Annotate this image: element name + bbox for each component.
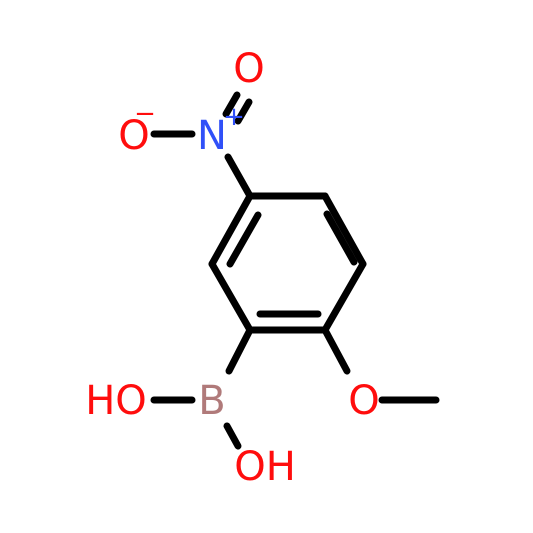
atom-n-nitro: N <box>197 113 227 159</box>
bond-double-inner-left <box>226 211 262 268</box>
atom-labels: O O − N + B HO OH O <box>85 46 380 490</box>
bond-c2-c3 <box>321 192 367 268</box>
charge-plus: + <box>223 102 245 132</box>
bond-c6-c1 <box>208 192 254 268</box>
bond-c1-n <box>224 153 254 200</box>
atom-o-nitro-left: O <box>118 113 149 159</box>
bond-n-o-double-b <box>234 98 253 125</box>
bond-b-oh-bottom <box>223 422 242 450</box>
bond-c5-c6 <box>208 260 254 334</box>
charge-minus: − <box>134 99 156 129</box>
bond-double-inner-right <box>323 210 358 266</box>
bond-n-o-double-a <box>222 91 241 118</box>
atom-oh-bottom: OH <box>234 444 296 490</box>
bonds <box>150 91 440 450</box>
bond-c5-b <box>225 326 254 375</box>
atom-o-methoxy: O <box>348 378 379 424</box>
atom-o-nitro-top: O <box>233 46 264 92</box>
bond-c3-c4 <box>321 260 367 334</box>
atom-b: B <box>198 378 225 424</box>
bond-c4-o <box>321 326 351 375</box>
atom-ho-left: HO <box>85 378 147 424</box>
